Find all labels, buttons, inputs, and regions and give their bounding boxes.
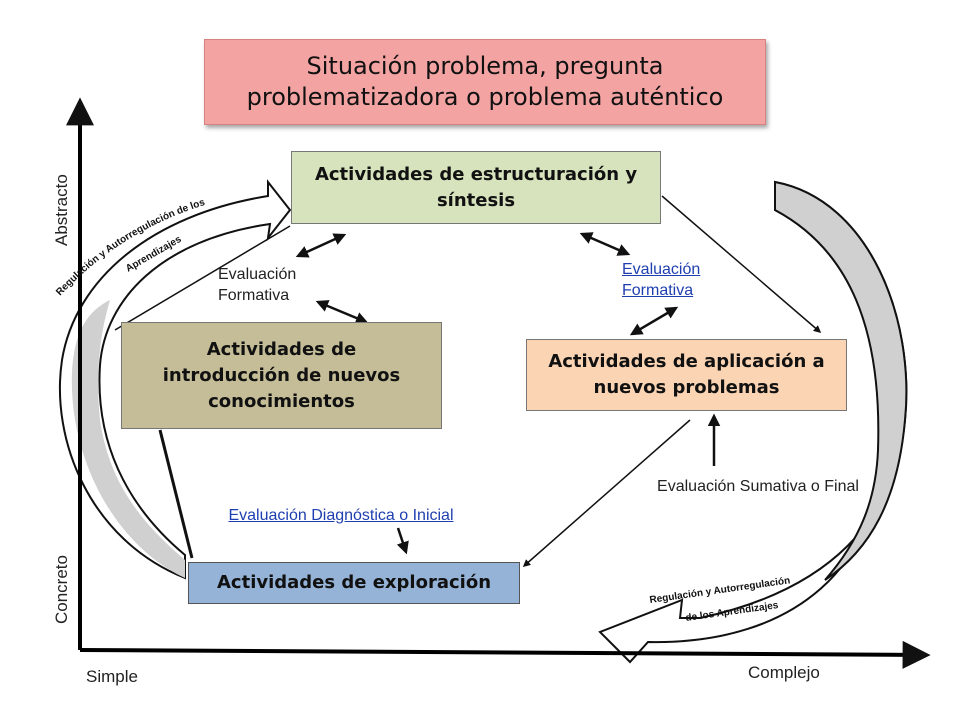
flow-arrow-estructuracion-to-aplicacion — [661, 195, 822, 333]
box-introduccion-label: Actividades de introducción de nuevos co… — [162, 338, 401, 412]
axis-label-complejo: Complejo — [748, 663, 820, 682]
eval-arrow-left-top — [295, 233, 347, 258]
box-introduccion: Actividades de introducción de nuevos co… — [121, 322, 442, 429]
eval-formativa-right[interactable]: Evaluación Formativa — [622, 261, 701, 299]
eval-arrow-right-top — [579, 232, 631, 256]
eval-arrow-diagnostic — [396, 527, 409, 555]
box-estructuracion-label: Actividades de estructuración y síntesis — [314, 163, 638, 211]
axis-label-simple: Simple — [86, 667, 138, 686]
axis-label-abstracto: Abstracto — [52, 174, 71, 246]
flow-line-exploration-to-introduction — [158, 429, 194, 559]
title-box: Situación problema, pregunta problematiz… — [204, 39, 766, 125]
left-regulation-arrow — [58, 179, 292, 580]
eval-sumativa: Evaluación Sumativa o Final — [657, 478, 859, 495]
box-estructuracion: Actividades de estructuración y síntesis — [291, 151, 661, 224]
title-text: Situación problema, pregunta problematiz… — [246, 52, 724, 111]
x-axis — [79, 640, 931, 669]
box-exploracion: Actividades de exploración — [188, 562, 520, 604]
eval-arrow-right-bottom — [629, 306, 679, 336]
right-regulation-arrow — [598, 180, 908, 664]
box-aplicacion-label: Actividades de aplicación a nuevos probl… — [548, 351, 825, 398]
axis-label-concreto: Concreto — [52, 555, 71, 624]
flow-line-introduction-to-estructuracion — [114, 225, 291, 331]
flow-arrow-aplicacion-to-exploracion — [522, 419, 691, 567]
eval-diagnostica[interactable]: Evaluación Diagnóstica o Inicial — [228, 507, 454, 524]
eval-formativa-left: Evaluación Formativa — [218, 266, 297, 304]
eval-arrow-left-bottom — [315, 300, 369, 324]
box-exploracion-label: Actividades de exploración — [216, 572, 492, 593]
box-aplicacion: Actividades de aplicación a nuevos probl… — [526, 339, 847, 411]
